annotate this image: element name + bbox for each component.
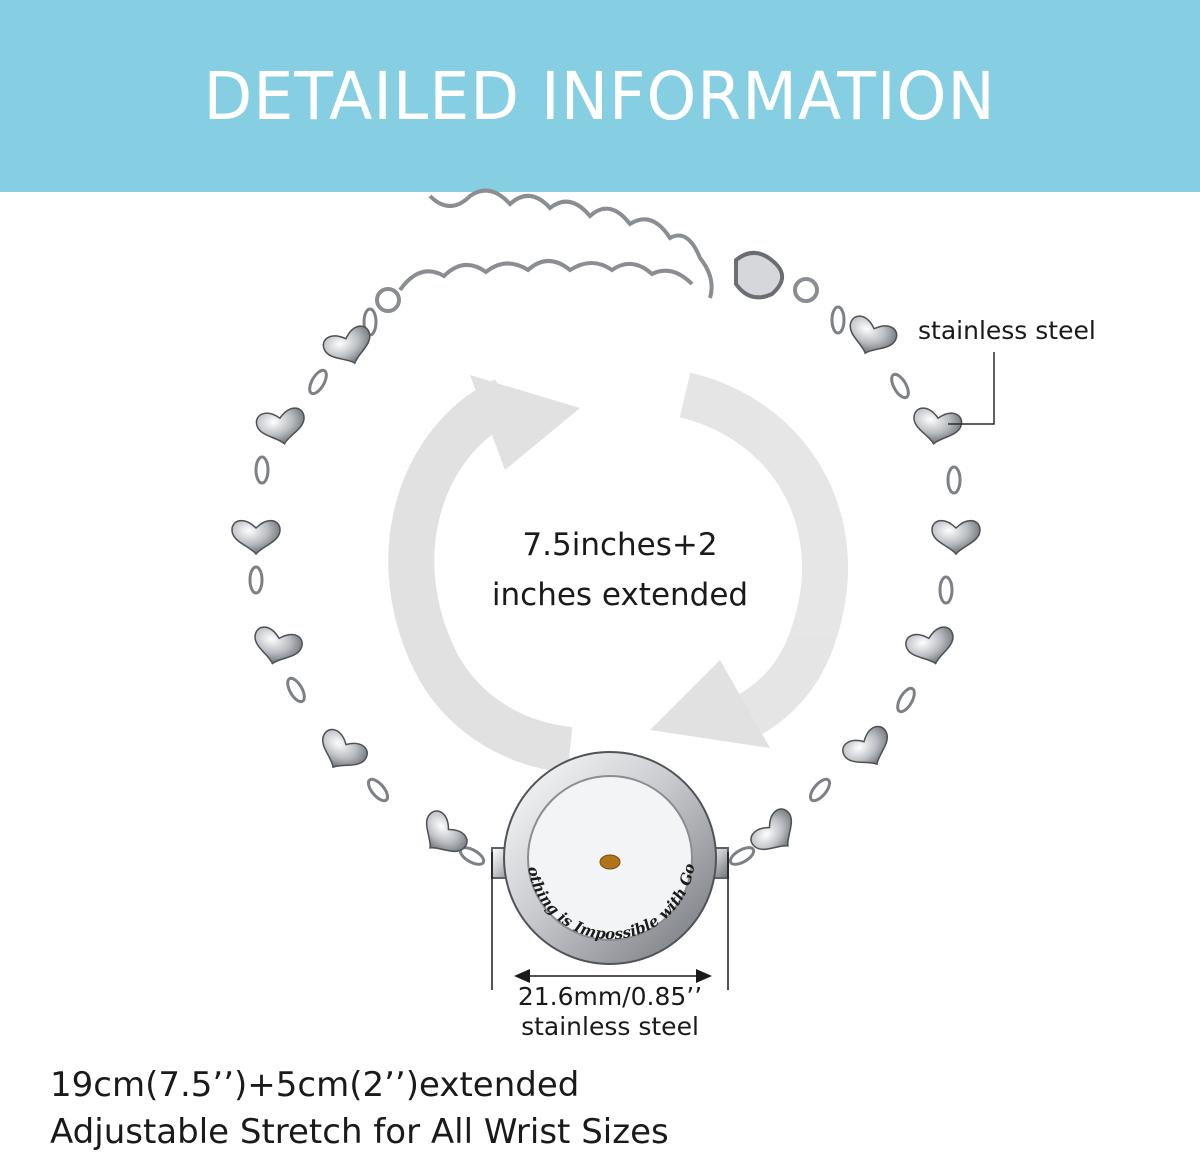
material-callout-line bbox=[948, 352, 995, 425]
pendant-dimension-label: 21.6mm/0.85’’ stainless steel bbox=[460, 982, 760, 1042]
pendant-material: stainless steel bbox=[521, 1012, 699, 1041]
footer-description: 19cm(7.5’’)+5cm(2’’)extended Adjustable … bbox=[50, 1062, 669, 1156]
pendant-diameter: 21.6mm/0.85’’ bbox=[517, 982, 703, 1011]
header-banner: DETAILED INFORMATION bbox=[0, 0, 1200, 192]
double-headed-arrow-icon bbox=[491, 852, 729, 990]
length-label: 7.5inches+2 inches extended bbox=[420, 520, 820, 620]
rotate-arrows-icon bbox=[388, 372, 848, 773]
extension-chain bbox=[375, 188, 819, 313]
banner-title: DETAILED INFORMATION bbox=[203, 57, 997, 135]
length-label-line1: 7.5inches+2 bbox=[522, 527, 718, 563]
material-callout-label: stainless steel bbox=[918, 316, 1096, 345]
footer-line1: 19cm(7.5’’)+5cm(2’’)extended bbox=[50, 1065, 580, 1105]
length-label-line2: inches extended bbox=[491, 577, 749, 613]
footer-line2: Adjustable Stretch for All Wrist Sizes bbox=[50, 1112, 669, 1152]
